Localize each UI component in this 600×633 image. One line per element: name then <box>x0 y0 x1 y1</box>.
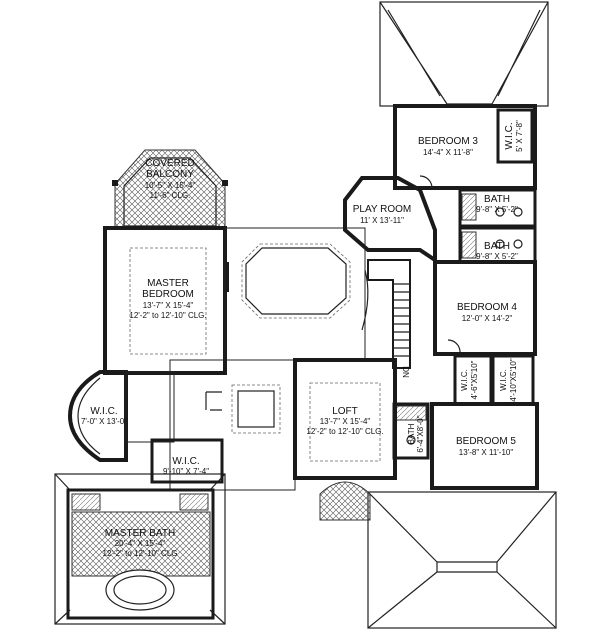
bedroom-5 <box>430 402 539 490</box>
label-bedroom-4: BEDROOM 4 12'-0" X 14'-2" <box>457 302 517 323</box>
svg-text:BATH: BATH <box>484 194 510 205</box>
svg-text:13'-7" X 15'-4": 13'-7" X 15'-4" <box>320 417 371 426</box>
svg-text:12'-2" to 12'-10" CLG: 12'-2" to 12'-10" CLG <box>103 549 178 558</box>
label-master-bedroom: MASTER BEDROOM 13'-7" X 15'-4" 12'-2" to… <box>129 278 206 320</box>
svg-text:13'-8" X 11'-10": 13'-8" X 11'-10" <box>459 448 514 457</box>
svg-text:BATH: BATH <box>407 423 416 444</box>
svg-text:12'-2" to 12'-10" CLG.: 12'-2" to 12'-10" CLG. <box>306 427 383 436</box>
label-wic-b: W.I.C. 4'-10"X5'10" <box>499 358 518 402</box>
svg-text:7'-0" X 13'-0": 7'-0" X 13'-0" <box>81 417 127 426</box>
svg-text:W.I.C.: W.I.C. <box>499 369 508 391</box>
label-play-room: PLAY ROOM 11' X 13'-11" <box>353 204 412 225</box>
svg-text:5' X 7'-8": 5' X 7'-8" <box>515 120 524 152</box>
svg-text:BEDROOM: BEDROOM <box>142 289 194 300</box>
svg-text:W.I.C.: W.I.C. <box>504 122 515 149</box>
svg-text:MASTER: MASTER <box>147 278 189 289</box>
svg-text:COVERED: COVERED <box>145 158 194 169</box>
svg-text:MASTER BATH: MASTER BATH <box>105 528 175 539</box>
svg-text:W.I.C.: W.I.C. <box>172 456 199 467</box>
svg-text:13'-7" X 15'-4": 13'-7" X 15'-4" <box>143 301 194 310</box>
roof-top-right <box>379 1 549 107</box>
label-bath-3: BATH 6'-4"X8'-0" <box>407 415 425 452</box>
staircase <box>361 259 411 369</box>
svg-text:9'-8" X 5'-2": 9'-8" X 5'-2" <box>476 252 518 261</box>
label-loft: LOFT 13'-7" X 15'-4" 12'-2" to 12'-10" C… <box>306 406 383 436</box>
svg-text:4'-10"X5'10": 4'-10"X5'10" <box>509 358 518 402</box>
master-wic <box>67 370 128 462</box>
svg-text:LOFT: LOFT <box>332 406 358 417</box>
play-room <box>343 176 437 264</box>
svg-text:BATH: BATH <box>484 241 510 252</box>
svg-text:6'-4"X8'-0": 6'-4"X8'-0" <box>416 415 425 452</box>
svg-text:BEDROOM 5: BEDROOM 5 <box>456 436 516 447</box>
central-hall <box>224 227 366 361</box>
svg-text:W.I.C.: W.I.C. <box>460 369 469 391</box>
label-wic-small: W.I.C. 9'-10" X 7'-4" <box>163 456 209 476</box>
bedroom-4 <box>433 260 537 356</box>
master-bath <box>66 488 215 620</box>
svg-text:W.I.C.: W.I.C. <box>90 406 117 417</box>
label-bedroom-5: BEDROOM 5 13'-8" X 11'-10" <box>456 436 516 457</box>
svg-text:11'-6" CLG.: 11'-6" CLG. <box>150 191 191 200</box>
label-covered-balcony: COVERED BALCONY 10'-5" X 15'-4" 11'-6" C… <box>145 158 196 200</box>
label-master-wic: W.I.C. 7'-0" X 13'-0" <box>81 406 127 426</box>
loft-bay <box>319 481 371 521</box>
svg-text:11' X 13'-11": 11' X 13'-11" <box>360 216 404 225</box>
stair-dn-label: DN <box>401 366 410 378</box>
svg-text:BEDROOM 3: BEDROOM 3 <box>418 136 478 147</box>
svg-text:10'-5" X 15'-4": 10'-5" X 15'-4" <box>145 181 196 190</box>
label-wic-bedroom-3: W.I.C. 5' X 7'-8" <box>504 120 524 152</box>
svg-text:20'-4" X 15'-4": 20'-4" X 15'-4" <box>115 539 166 548</box>
svg-text:4'-6"X5'10": 4'-6"X5'10" <box>470 360 479 399</box>
label-bedroom-3: BEDROOM 3 14'-4" X 11'-8" <box>418 136 478 157</box>
svg-text:9'-10" X 7'-4": 9'-10" X 7'-4" <box>163 467 209 476</box>
svg-text:9'-8" X 5'-2": 9'-8" X 5'-2" <box>476 205 518 214</box>
label-wic-a: W.I.C. 4'-6"X5'10" <box>460 360 479 399</box>
label-master-bath: MASTER BATH 20'-4" X 15'-4" 12'-2" to 12… <box>103 528 178 558</box>
label-bath-1: BATH 9'-8" X 5'-2" <box>476 194 518 214</box>
roof-bottom-right <box>367 491 557 629</box>
bedroom-3 <box>393 104 537 190</box>
svg-text:BEDROOM 4: BEDROOM 4 <box>457 302 517 313</box>
svg-text:PLAY ROOM: PLAY ROOM <box>353 204 412 215</box>
label-bath-2: BATH 9'-8" X 5'-2" <box>476 241 518 261</box>
corridor <box>169 358 397 491</box>
svg-text:BALCONY: BALCONY <box>146 169 194 180</box>
svg-text:12'-2" to 12'-10" CLG.: 12'-2" to 12'-10" CLG. <box>129 311 206 320</box>
hall-wic <box>125 371 224 484</box>
svg-text:12'-0" X 14'-2": 12'-0" X 14'-2" <box>462 314 513 323</box>
svg-text:14'-4" X 11'-8": 14'-4" X 11'-8" <box>423 148 473 157</box>
